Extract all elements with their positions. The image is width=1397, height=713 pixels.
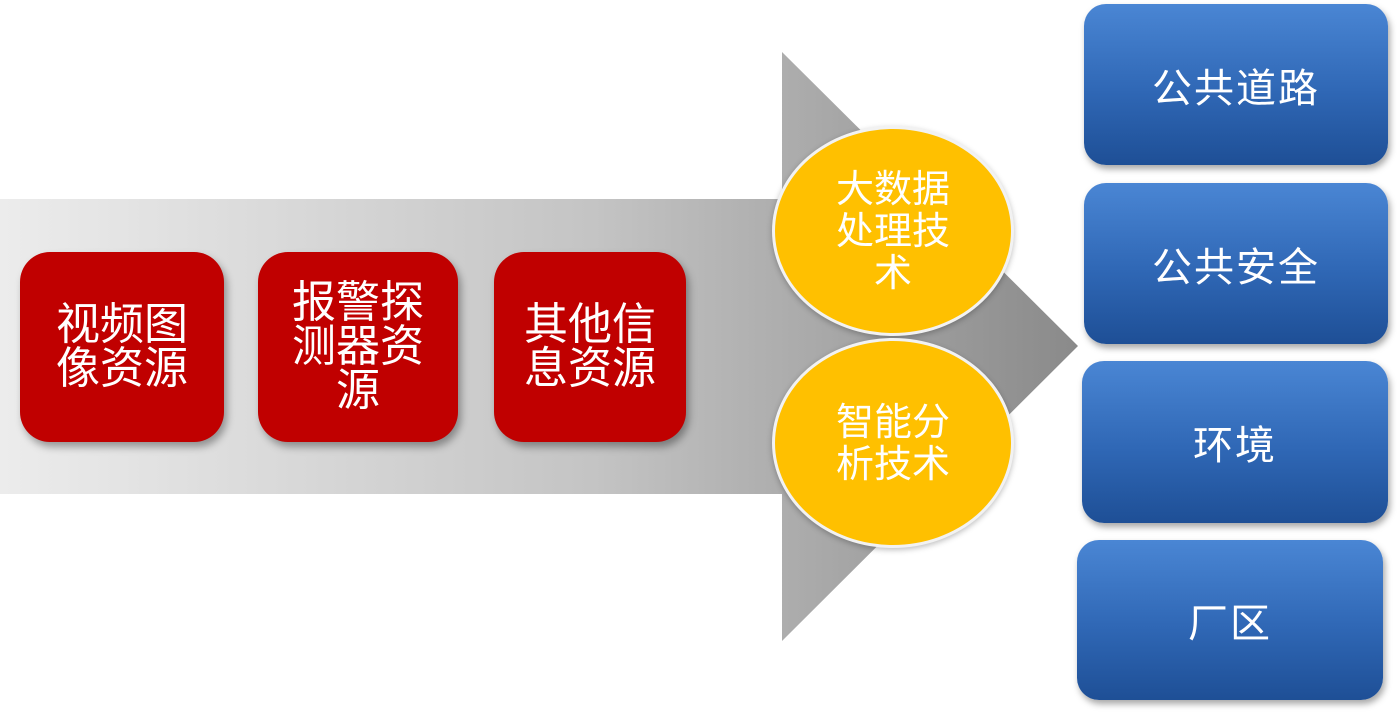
source-label: 视频图 像资源 xyxy=(56,299,188,394)
application-public-roads: 公共道路 xyxy=(1084,4,1388,165)
source-label: 其他信 息资源 xyxy=(524,299,656,394)
tech-big-data: 大数据 处理技 术 xyxy=(772,126,1014,336)
application-label: 环境 xyxy=(1193,423,1277,469)
source-other-info: 其他信 息资源 xyxy=(494,252,686,442)
tech-label: 智能分 析技术 xyxy=(835,400,950,486)
source-label: 报警探 测器资 源 xyxy=(292,277,424,416)
source-alarm-detector: 报警探 测器资 源 xyxy=(258,252,458,442)
application-label: 厂区 xyxy=(1188,601,1272,647)
source-video-image: 视频图 像资源 xyxy=(20,252,224,442)
tech-intelligent-analysis: 智能分 析技术 xyxy=(772,338,1014,548)
tech-label: 大数据 处理技 术 xyxy=(835,167,950,295)
application-factory-area: 厂区 xyxy=(1077,540,1383,700)
application-public-safety: 公共安全 xyxy=(1084,183,1388,344)
application-label: 公共安全 xyxy=(1152,244,1320,291)
application-label: 公共道路 xyxy=(1152,65,1320,112)
application-environment: 环境 xyxy=(1082,361,1388,523)
